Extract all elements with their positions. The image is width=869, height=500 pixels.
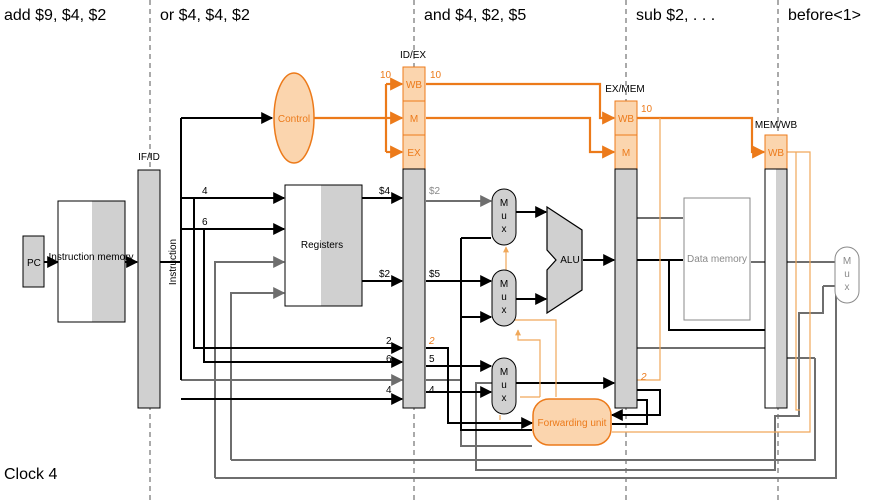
svg-text:M: M xyxy=(500,367,508,378)
if-id-register: IF/ID xyxy=(137,152,161,409)
mux-wb: M u x xyxy=(834,246,860,304)
idex-rs-label: 2 xyxy=(428,336,435,347)
stage-label-if: add $9, $4, $2 xyxy=(4,7,106,24)
alu-label: ALU xyxy=(560,255,579,266)
svg-text:u: u xyxy=(844,269,850,280)
instruction-memory-label: Instruction memory xyxy=(48,252,133,263)
mux-a: M u x xyxy=(491,188,517,246)
ex-mem-label: EX/MEM xyxy=(605,84,644,95)
svg-text:x: x xyxy=(845,282,850,293)
if-id-label: IF/ID xyxy=(138,152,160,163)
control-unit: Control xyxy=(273,72,315,164)
ex-mem-register: EX/MEM WB M xyxy=(605,84,645,409)
black-wires xyxy=(44,112,766,431)
mux-c: M u x xyxy=(491,357,517,415)
rs-num-label: 4 xyxy=(202,186,208,197)
svg-text:M: M xyxy=(500,198,508,209)
idex-reg2-label: $5 xyxy=(429,269,441,280)
alu-block: ALU xyxy=(546,205,583,315)
reg1-out-label: $4 xyxy=(379,186,391,197)
clock-label: Clock 4 xyxy=(4,466,57,483)
stage-label-wb: before<1> xyxy=(788,7,861,24)
gray-wires xyxy=(181,195,837,479)
rt-num-label: 6 xyxy=(202,217,208,228)
rd-lower-label: 4 xyxy=(386,385,392,396)
svg-text:x: x xyxy=(502,305,507,316)
ctrl-in-label: 10 xyxy=(380,70,392,81)
svg-text:x: x xyxy=(502,393,507,404)
id-ex-wb: WB xyxy=(406,80,422,91)
stage-label-id: or $4, $4, $2 xyxy=(160,7,250,24)
ex-mem-m: M xyxy=(622,148,630,159)
registers-block: Registers xyxy=(284,184,363,307)
stage-label-ex: and $4, $2, $5 xyxy=(424,7,526,24)
control-label: Control xyxy=(278,114,310,125)
reg2-out-label: $2 xyxy=(379,269,391,280)
instruction-memory-text: Instruction memory xyxy=(48,252,133,263)
orange-light-wires xyxy=(499,118,811,433)
svg-text:x: x xyxy=(502,224,507,235)
id-ex-label: ID/EX xyxy=(400,50,426,61)
forwarding-unit-label: Forwarding unit xyxy=(538,418,607,429)
ex-mem-wb: WB xyxy=(618,114,634,125)
forwarding-unit: Forwarding unit xyxy=(532,398,612,446)
idex-rd-label: 4 xyxy=(429,385,435,396)
rt-lower-label: 6 xyxy=(386,354,392,365)
stage-label-mem: sub $2, . . . xyxy=(636,7,715,24)
mem-wb-register: MEM/WB WB xyxy=(755,120,798,409)
mem-wb-wb: WB xyxy=(768,148,784,159)
id-ex-register: ID/EX WB M EX xyxy=(400,50,426,409)
registers-label: Registers xyxy=(301,240,343,251)
exmem-wb-label: 10 xyxy=(641,104,653,115)
instruction-memory: Instruction memory xyxy=(48,200,134,323)
data-memory-label: Data memory xyxy=(687,254,747,265)
svg-text:u: u xyxy=(501,292,507,303)
svg-text:M: M xyxy=(500,279,508,290)
pc-label: PC xyxy=(27,258,41,269)
rs-lower-label: 2 xyxy=(386,336,392,347)
svg-text:M: M xyxy=(843,256,851,267)
id-ex-m: M xyxy=(410,114,418,125)
idex-rt-label: 5 xyxy=(429,354,435,365)
svg-text:u: u xyxy=(501,380,507,391)
mem-wb-label: MEM/WB xyxy=(755,120,798,131)
ctrl-wb-label: 10 xyxy=(430,70,442,81)
svg-text:u: u xyxy=(501,211,507,222)
exmem-rd-label: 2 xyxy=(640,372,647,383)
id-ex-ex: EX xyxy=(407,148,421,159)
instruction-label: Instruction xyxy=(168,239,179,285)
mux-b: M u x xyxy=(491,269,517,327)
pc-block: PC xyxy=(22,235,45,288)
idex-reg1-label: $2 xyxy=(429,186,441,197)
data-memory: Data memory xyxy=(683,197,751,321)
orange-wires xyxy=(313,77,766,159)
